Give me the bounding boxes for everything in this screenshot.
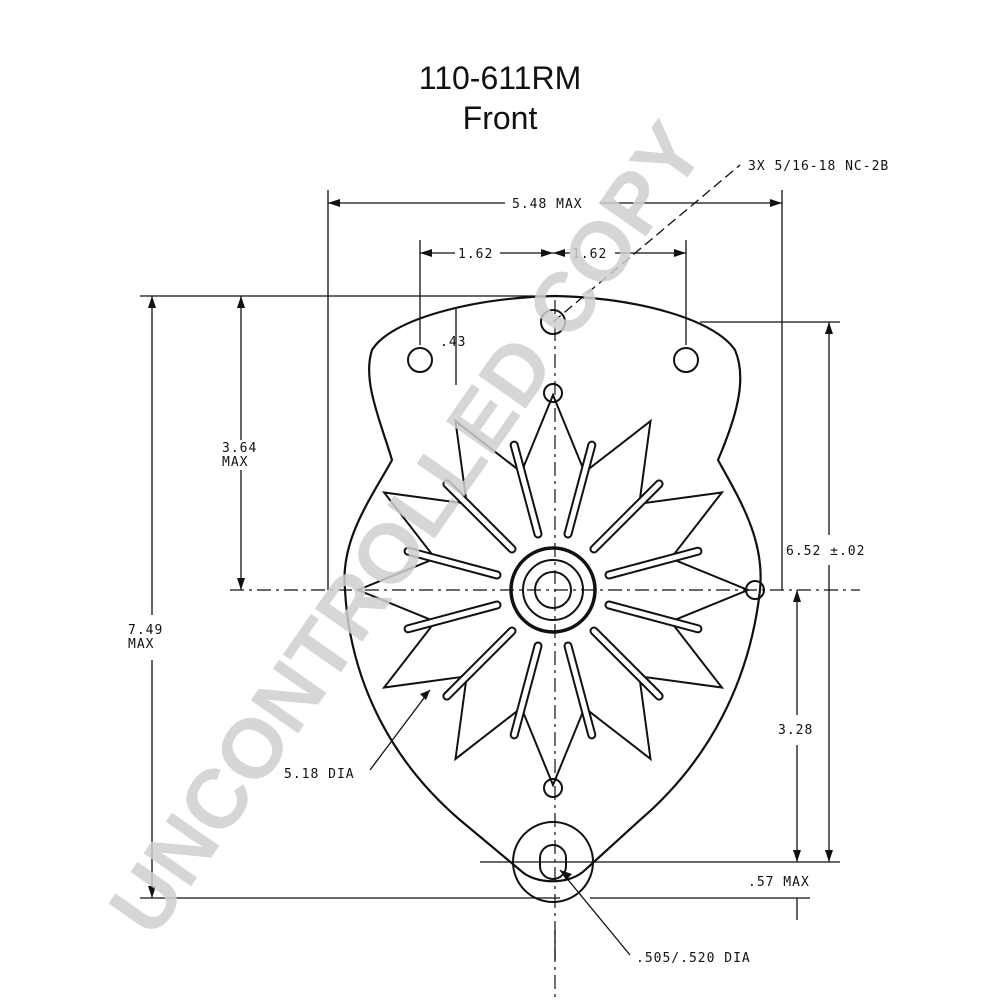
fan-slot-inner [405,602,500,632]
fan-slot-inner [565,643,595,738]
watermark: UNCONTROLLED COPY [91,106,722,951]
thread-callout: 3X 5/16-18 NC-2B [748,159,889,174]
fan-slot-inner [444,481,515,552]
ear-offset-label: .57 MAX [748,875,810,890]
fan-star-outline [355,392,751,788]
fan-blades [355,392,751,788]
overall-height-label: 7.49 [128,623,163,638]
upper-height-label: 3.64 [222,441,257,456]
dimension-lines [140,164,840,960]
fan-diameter-label: 5.18 DIA [284,767,355,782]
fan-slot-inner [591,481,662,552]
mounting-holes [407,309,765,798]
fan-slot-inner [606,548,701,578]
fan-slot-inner [405,548,500,578]
overall-height-max-label: MAX [128,637,154,652]
title-block: 110-611RM Front [0,58,1000,138]
upper-height-max-label: MAX [222,455,248,470]
fan-slot-inner [606,602,701,632]
mount-height-label: 6.52 ±.02 [786,544,865,559]
fan-slot-inner [444,628,515,699]
part-number: 110-611RM [418,60,582,96]
hub [509,546,597,634]
view-label: Front [462,100,538,136]
fan-slot-inner [511,442,541,537]
fan-slot-inner [591,628,662,699]
center-lines [230,300,860,1000]
lower-height-label: 3.28 [778,723,813,738]
hole-left-offset-label: 1.62 [458,247,493,262]
overall-width-label: 5.48 MAX [512,197,583,212]
housing-outline [343,294,762,883]
arrowheads [148,199,833,898]
fan-slot-inner [565,442,595,537]
fan-slot-inner [511,643,541,738]
ear-hole-diameter-label: .505/.520 DIA [636,951,751,966]
hole-right-offset-label: 1.62 [572,247,607,262]
top-offset-label: .43 [440,335,466,350]
